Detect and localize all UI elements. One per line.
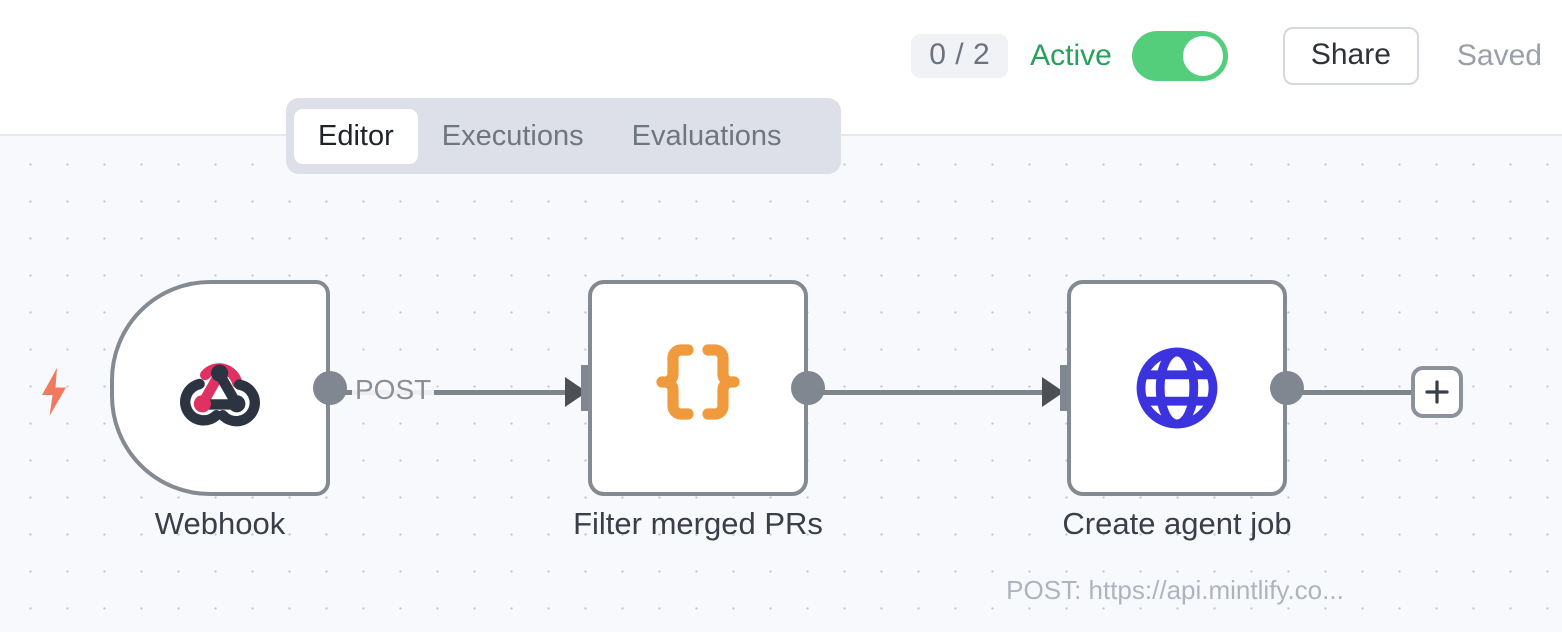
view-tabs: Editor Executions Evaluations (286, 98, 841, 174)
curly-braces-icon (656, 344, 740, 420)
connection-webhook-to-filter[interactable] (345, 390, 573, 395)
tab-editor[interactable]: Editor (294, 108, 418, 164)
connection-filter-to-http[interactable] (820, 390, 1042, 395)
plus-icon (1425, 380, 1449, 404)
arrow-head-icon (1042, 377, 1064, 407)
filter-output-port[interactable] (791, 371, 825, 405)
connection-http-to-add[interactable] (1299, 390, 1414, 395)
node-label-create-agent-job: Create agent job (1062, 506, 1292, 541)
node-subtitle-create-agent-job: POST: https://api.mintlify.co... (1006, 575, 1344, 605)
node-webhook[interactable] (110, 280, 330, 496)
workflow-canvas[interactable]: POST Webhook Filter merged PRs (0, 136, 1562, 632)
tab-executions[interactable]: Executions (441, 119, 584, 152)
node-label-filter-merged-prs: Filter merged PRs (573, 506, 823, 541)
toggle-knob (1182, 36, 1223, 76)
saved-status-label: Saved (1456, 39, 1542, 72)
active-toggle[interactable] (1131, 31, 1228, 81)
connection-label-post: POST (352, 376, 435, 404)
add-node-button[interactable] (1411, 366, 1463, 418)
node-create-agent-job[interactable] (1067, 280, 1287, 496)
webhook-output-port[interactable] (313, 371, 347, 405)
webhook-logo-icon (180, 363, 260, 427)
header-actions: 0 / 2 Active Share Saved (911, 27, 1542, 85)
node-filter-merged-prs[interactable] (588, 280, 808, 496)
node-label-webhook: Webhook (154, 506, 286, 541)
active-status-label: Active (1030, 39, 1112, 72)
share-button[interactable]: Share (1282, 27, 1419, 85)
lightning-bolt-icon (36, 366, 72, 423)
globe-icon (1136, 347, 1218, 429)
tab-evaluations[interactable]: Evaluations (631, 119, 782, 152)
run-count-badge: 0 / 2 (911, 34, 1009, 78)
http-output-port[interactable] (1270, 371, 1304, 405)
